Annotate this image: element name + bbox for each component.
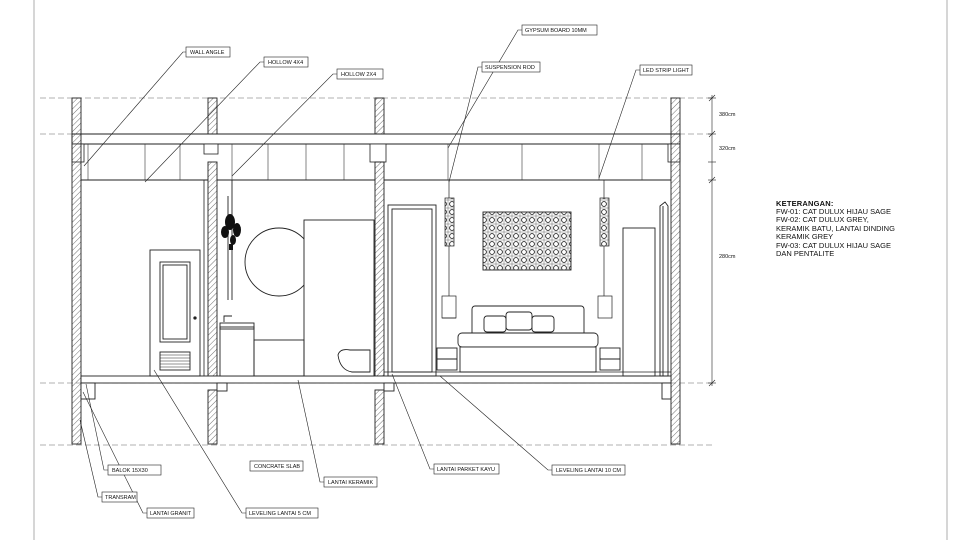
suspension-rods bbox=[87, 144, 643, 180]
dimension-280: 280cm bbox=[719, 254, 736, 260]
headboard-lattice-panel bbox=[482, 211, 572, 271]
label-hollow-4x4: HOLLOW 4X4 bbox=[268, 60, 303, 66]
label-balok: BALOK 15X30 bbox=[112, 468, 148, 474]
legend-item-fw02: FW-02: CAT DULUX GREY, KERAMIK BATU, LAN… bbox=[776, 215, 895, 242]
label-led-strip: LED STRIP LIGHT bbox=[643, 68, 690, 74]
door bbox=[149, 249, 201, 377]
roof-slab bbox=[71, 133, 681, 163]
tall-cabinet-and-mirror bbox=[622, 201, 669, 377]
leader-lines bbox=[79, 29, 640, 514]
label-leveling-10cm: LEVELING LANTAI 10 CM bbox=[556, 468, 621, 474]
height-dimension bbox=[708, 94, 716, 387]
label-hollow-2x4: HOLLOW 2X4 bbox=[341, 72, 376, 78]
label-lantai-granit: LANTAI GRANIT bbox=[150, 511, 192, 517]
label-lantai-parket: LANTAI PARKET KAYU bbox=[437, 467, 495, 473]
bedroom-wardrobe bbox=[387, 204, 437, 377]
label-boxes bbox=[101, 24, 693, 519]
bed bbox=[457, 305, 599, 373]
structural-walls bbox=[71, 97, 681, 445]
label-transram: TRANSRAM bbox=[105, 495, 136, 501]
label-wall-angle: WALL ANGLE bbox=[190, 50, 225, 56]
label-concrete-slab: CONCRATE SLAB bbox=[254, 464, 300, 470]
floor-slab bbox=[80, 375, 672, 400]
legend-title: KETERANGAN: bbox=[776, 199, 834, 208]
plant-icon bbox=[221, 214, 241, 250]
label-leveling-5cm: LEVELING LANTAI 5 CM bbox=[249, 511, 311, 517]
label-lantai-keramik: LANTAI KERAMIK bbox=[328, 480, 373, 486]
legend: KETERANGAN: FW-01: CAT DULUX HIJAU SAGE … bbox=[776, 199, 926, 258]
label-suspension-rod: SUSPENSION ROD bbox=[485, 65, 535, 71]
nightstands bbox=[436, 347, 621, 371]
bathroom-fixtures bbox=[219, 180, 375, 377]
wall-lamp-columns bbox=[441, 180, 613, 319]
legend-item-fw03: FW-03: CAT DULUX HIJAU SAGE DAN PENTALIT… bbox=[776, 240, 892, 259]
legend-item-fw01: FW-01: CAT DULUX HIJAU SAGE bbox=[776, 207, 892, 216]
dimension-380: 380cm bbox=[719, 112, 736, 118]
dimension-320: 320cm bbox=[719, 146, 736, 152]
label-gypsum-board: GYPSUM BOARD 10MM bbox=[525, 28, 587, 34]
